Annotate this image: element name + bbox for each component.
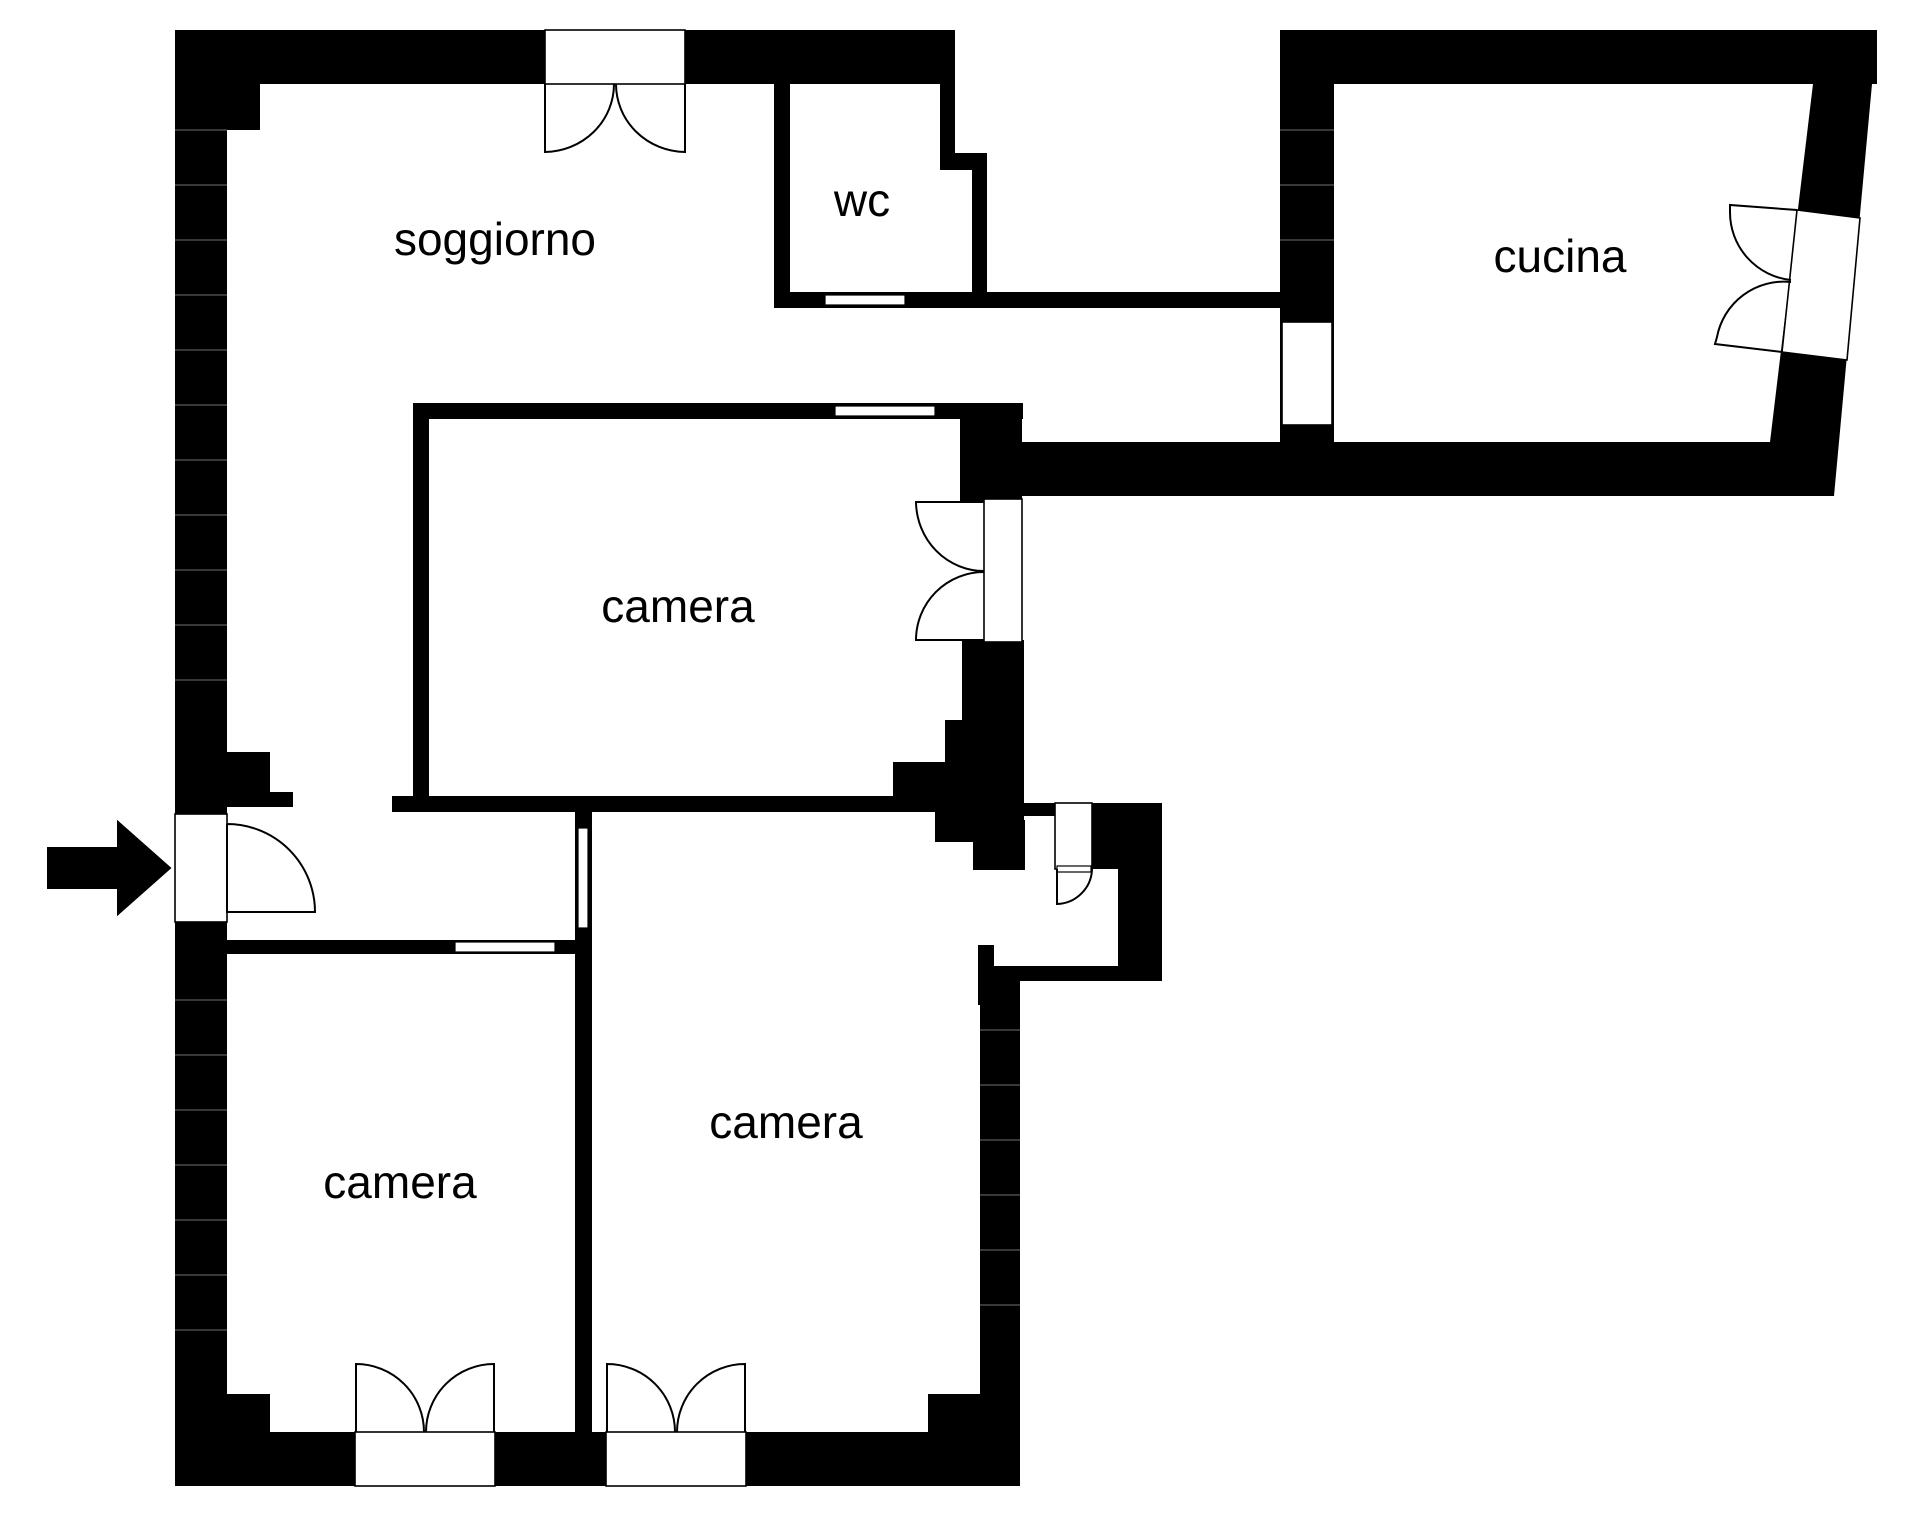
- door-sill-closet: [1056, 865, 1092, 873]
- wall-pier-entrance-step: [260, 792, 293, 807]
- swing-cucina-upper: [1728, 203, 1798, 281]
- door-sill-wc: [824, 294, 906, 306]
- wall-camera-center-bottom: [392, 796, 1024, 812]
- wall-kitchen-bottom: [960, 442, 1830, 496]
- wall-right-lower-lip: [978, 945, 994, 1005]
- wall-camera-center-left: [413, 403, 429, 811]
- door-sill-camera-bottom-left: [454, 941, 556, 953]
- wall-wc-right-upper: [940, 80, 955, 170]
- doorway-closet: [1054, 802, 1093, 870]
- wall-partition-bottom: [575, 812, 591, 1432]
- room-labels: soggiorno wc cucina camera camera camera: [323, 174, 1627, 1208]
- wall-pier-top-left: [175, 30, 260, 130]
- door-sill-camera-bottom-right: [577, 827, 589, 929]
- wall-partition-bottom-right: [588, 812, 592, 1432]
- label-camera-bottom-right: camera: [709, 1096, 863, 1148]
- window-camera-bottom-left: [354, 1431, 496, 1487]
- label-camera-center: camera: [601, 580, 755, 632]
- swing-camera-br-left: [606, 1362, 676, 1433]
- label-camera-bottom-left: camera: [323, 1156, 477, 1208]
- wall-wc-right-lower: [972, 153, 987, 295]
- wall-right-lower: [980, 975, 1020, 1486]
- swing-camera-bl-left: [355, 1362, 425, 1433]
- swing-camera-br-right: [676, 1362, 746, 1433]
- swing-closet: [1056, 868, 1093, 906]
- wall-wc-left: [774, 80, 790, 308]
- window-soggiorno-top: [544, 29, 686, 85]
- wall-camera-center-right-top: [960, 403, 1022, 503]
- wall-closet-pier: [1090, 803, 1122, 869]
- door-sill-camera-center: [834, 405, 936, 417]
- window-cucina-right: [1781, 209, 1861, 361]
- window-camera-center: [983, 498, 1023, 643]
- wall-texture: [175, 129, 1334, 1331]
- swing-soggiorno-right: [615, 83, 686, 154]
- label-soggiorno: soggiorno: [394, 213, 596, 265]
- wall-pier-bottom-left: [175, 1394, 270, 1486]
- wall-closet-bottom: [993, 966, 1162, 981]
- window-camera-bottom-right: [605, 1431, 747, 1487]
- swing-camera-center-upper: [914, 501, 985, 572]
- swing-cucina-lower: [1713, 280, 1792, 353]
- wall-closet-pier-2: [1118, 866, 1162, 966]
- arrow-right-icon: [47, 819, 172, 917]
- entrance-opening: [174, 813, 228, 923]
- openings: [174, 29, 1861, 1487]
- wall-kitchen-top: [1280, 30, 1877, 84]
- wall-step-4: [973, 820, 1025, 870]
- swing-camera-bl-right: [425, 1362, 495, 1433]
- swing-soggiorno-left: [544, 83, 615, 154]
- swing-entrance: [226, 823, 317, 913]
- door-swings: [226, 83, 1798, 1433]
- label-wc: wc: [833, 174, 890, 226]
- walls: [175, 30, 1877, 1486]
- doorway-cucina: [1281, 321, 1333, 426]
- swing-camera-center-lower: [914, 571, 985, 641]
- wall-bottom: [175, 1432, 1020, 1486]
- wall-pier-entrance: [175, 752, 270, 807]
- label-cucina: cucina: [1494, 230, 1627, 282]
